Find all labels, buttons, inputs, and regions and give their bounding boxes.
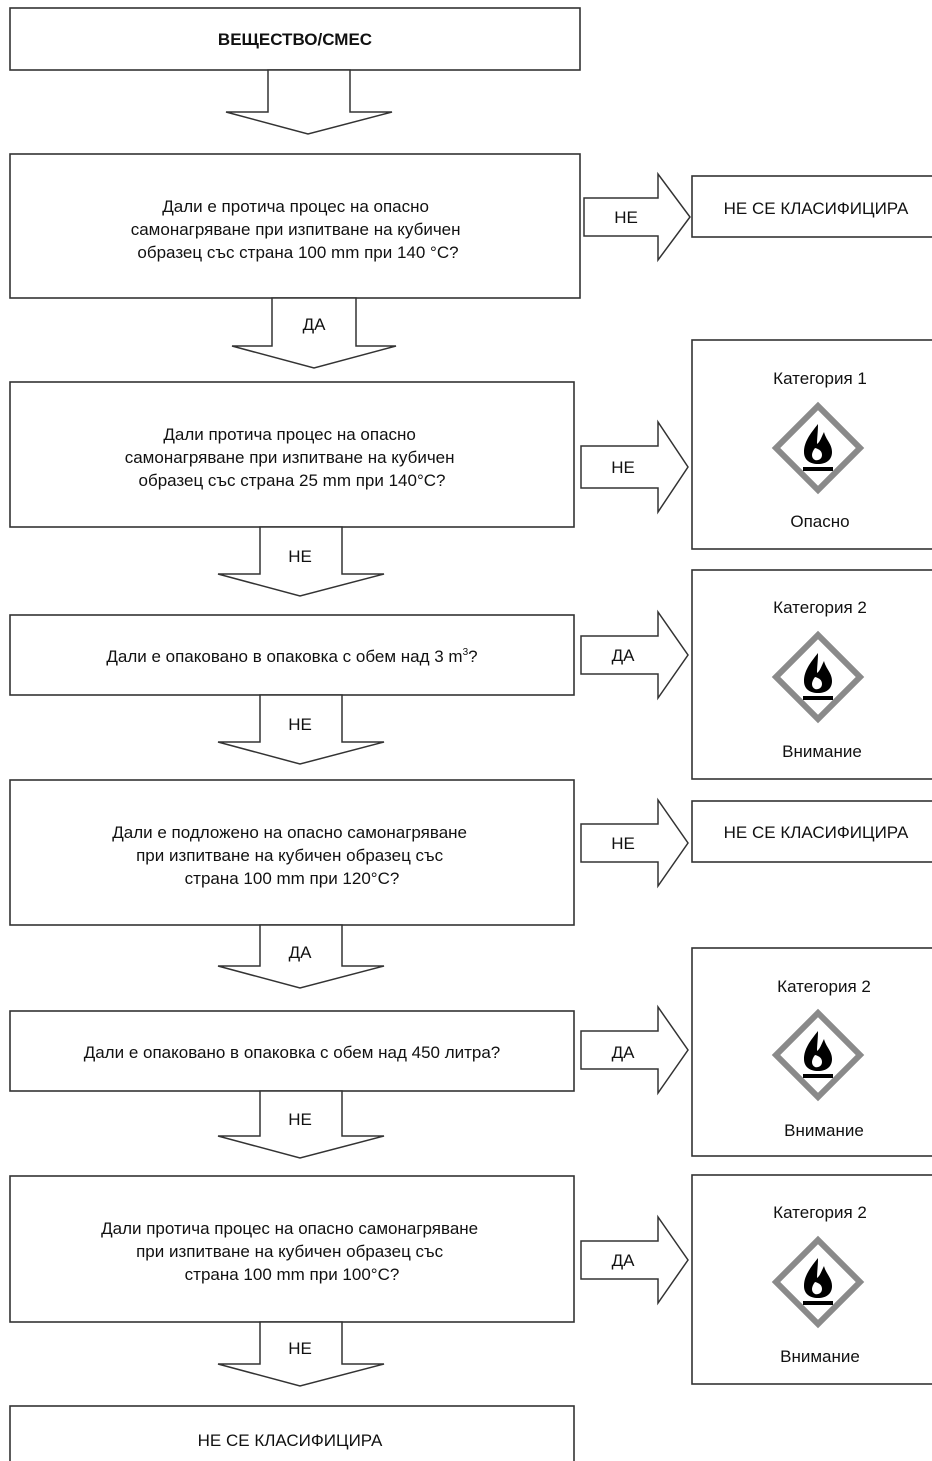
question-5: Дали е опаковано в опаковка с обем над 4… <box>9 1010 575 1092</box>
down-label-3: НЕ <box>288 715 312 734</box>
side-arrow-5: ДА <box>580 1004 689 1096</box>
outcome-2-category: Категория 1 <box>773 369 867 388</box>
question-6: Дали протича процес на опасно самонагряв… <box>9 1175 575 1323</box>
down-label-4: ДА <box>289 943 313 962</box>
side-label-3: ДА <box>612 646 636 665</box>
down-label-1: ДА <box>303 315 327 334</box>
down-arrow-2: НЕ <box>217 526 385 597</box>
end-node: НЕ СЕ КЛАСИФИЦИРА <box>9 1405 575 1461</box>
down-arrow-4: ДА <box>217 924 385 989</box>
question-1-text: Дали е протича процес на опасно самонагр… <box>131 197 466 262</box>
down-arrow-3: НЕ <box>217 694 385 765</box>
question-4: Дали е подложено на опасно самонагряване… <box>9 779 575 926</box>
down-arrow-start <box>225 69 393 135</box>
down-arrow-6: НЕ <box>217 1321 385 1387</box>
side-arrow-4: НЕ <box>580 797 689 889</box>
outcome-3-category: Категория 2 <box>773 598 867 617</box>
outcome-4-text: НЕ СЕ КЛАСИФИЦИРА <box>724 823 909 842</box>
question-1: Дали е протича процес на опасно самонагр… <box>9 153 581 299</box>
side-label-1: НЕ <box>614 208 638 227</box>
flame-icon <box>771 401 865 495</box>
down-arrow-1: ДА <box>231 297 397 369</box>
side-arrow-3: ДА <box>580 609 689 701</box>
question-6-text: Дали протича процес на опасно самонагряв… <box>101 1219 483 1284</box>
outcome-5-category: Категория 2 <box>777 977 871 996</box>
down-arrow-5: НЕ <box>217 1090 385 1159</box>
outcome-4: НЕ СЕ КЛАСИФИЦИРА <box>691 800 932 863</box>
question-3: Дали е опаковано в опаковка с обем над 3… <box>9 614 575 696</box>
side-label-6: ДА <box>612 1251 636 1270</box>
question-2: Дали протича процес на опасно самонагряв… <box>9 381 575 528</box>
flame-icon <box>771 1235 865 1329</box>
side-arrow-2: НЕ <box>580 419 689 515</box>
outcome-3-signal: Внимание <box>782 742 862 761</box>
outcome-1-text: НЕ СЕ КЛАСИФИЦИРА <box>724 199 909 218</box>
down-label-2: НЕ <box>288 547 312 566</box>
side-arrow-1: НЕ <box>583 171 691 263</box>
side-label-2: НЕ <box>611 458 635 477</box>
outcome-6-category: Категория 2 <box>773 1203 867 1222</box>
question-4-text: Дали е подложено на опасно самонагряване… <box>112 823 472 888</box>
outcome-3: Категория 2 Внимание <box>691 569 932 780</box>
question-3-text: Дали е опаковано в опаковка с обем над 3… <box>106 647 477 666</box>
outcome-2: Категория 1 Опасно <box>691 339 932 550</box>
question-5-text: Дали е опаковано в опаковка с обем над 4… <box>84 1043 501 1062</box>
flame-icon <box>771 1008 865 1102</box>
side-label-5: ДА <box>612 1043 636 1062</box>
outcome-6: Категория 2 Внимание <box>691 1174 932 1385</box>
side-label-4: НЕ <box>611 834 635 853</box>
question-2-text: Дали протича процес на опасно самонагряв… <box>125 425 460 490</box>
down-label-5: НЕ <box>288 1110 312 1129</box>
outcome-6-signal: Внимание <box>780 1347 860 1366</box>
outcome-2-signal: Опасно <box>790 512 849 531</box>
outcome-5: Категория 2 Внимание <box>691 947 932 1157</box>
outcome-1: НЕ СЕ КЛАСИФИЦИРА <box>691 175 932 238</box>
start-node: ВЕЩЕСТВО/СМЕС <box>9 7 581 71</box>
down-label-6: НЕ <box>288 1339 312 1358</box>
end-label: НЕ СЕ КЛАСИФИЦИРА <box>198 1431 383 1450</box>
flame-icon <box>771 630 865 724</box>
outcome-5-signal: Внимание <box>784 1121 864 1140</box>
side-arrow-6: ДА <box>580 1214 689 1306</box>
start-label: ВЕЩЕСТВО/СМЕС <box>218 30 372 49</box>
